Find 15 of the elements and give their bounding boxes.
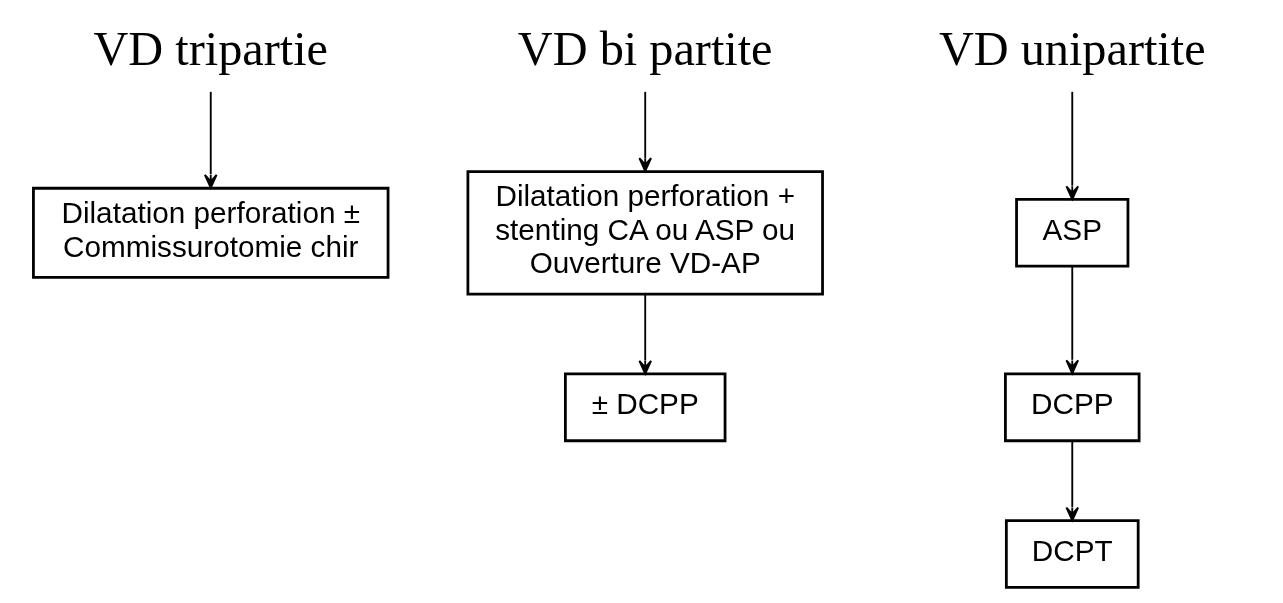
node-box: ASP [1015, 198, 1130, 268]
arrow [1065, 440, 1080, 522]
arrow [1065, 265, 1080, 375]
arrow [638, 293, 652, 375]
node-box: Dilatation perforation + stenting CA ou ASP ou Ouverture VD-AP [466, 170, 824, 296]
node-box: DCPP [1004, 372, 1141, 443]
node-text: VD tripartie [93, 22, 329, 76]
node-text: VD bi partite [517, 22, 773, 76]
arrow [638, 90, 652, 173]
arrow [203, 90, 218, 189]
arrow [1065, 90, 1080, 201]
node-box: ± DCPP [563, 372, 727, 443]
node-box: DCPT [1004, 519, 1140, 589]
node-box: Dilatation perforation ± Commissurotomie chir [32, 186, 390, 279]
node-text: VD unipartite [938, 22, 1206, 76]
